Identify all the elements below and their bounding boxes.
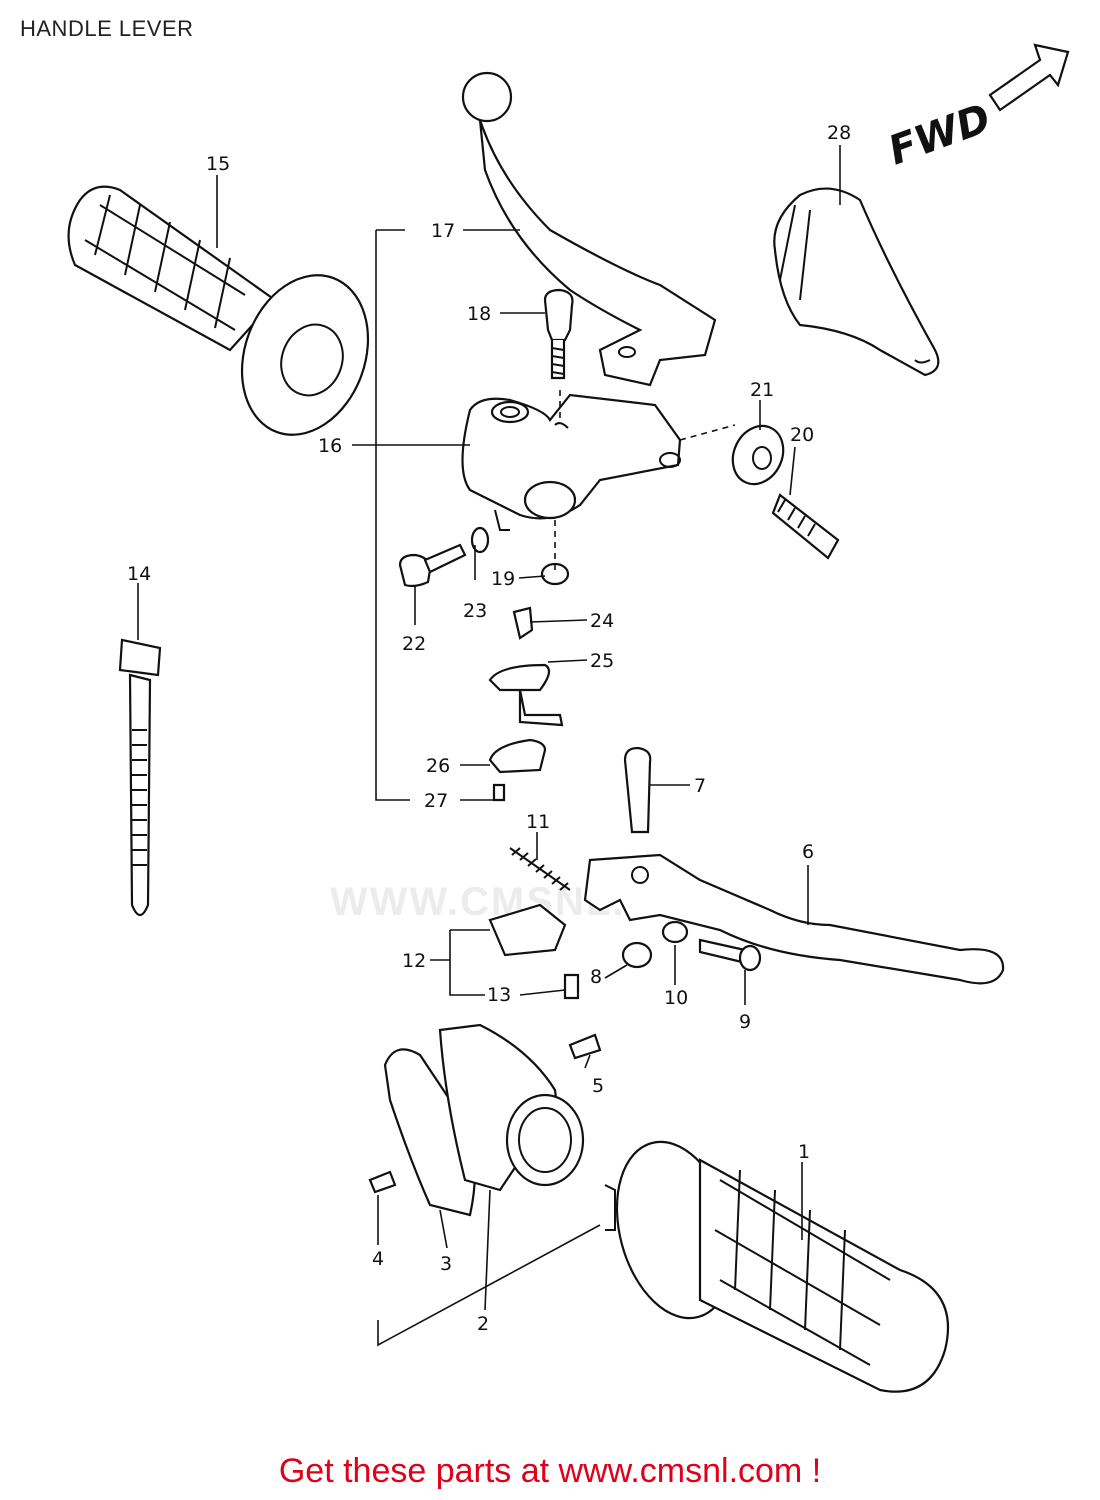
- lever-holder-part-16: [461, 393, 682, 531]
- lever-cover-part-28: [773, 187, 940, 377]
- small-parts-cluster: [398, 526, 570, 802]
- callout-23: 23: [463, 600, 487, 622]
- callout-19: 19: [491, 568, 515, 590]
- callout-labels: 1 2 3 4 5 6 7 8 9 10 11 12 13 14 15 16 1…: [127, 122, 851, 1335]
- page-title: HANDLE LEVER: [20, 16, 194, 41]
- callout-20: 20: [790, 424, 814, 446]
- clutch-lever-part-17: [461, 71, 717, 387]
- callout-3: 3: [440, 1253, 452, 1275]
- callout-6: 6: [802, 841, 814, 863]
- switch-and-fasteners: [488, 903, 762, 1000]
- callout-8: 8: [590, 966, 602, 988]
- callout-11: 11: [526, 811, 550, 833]
- pivot-bolt-part-7: [623, 746, 652, 834]
- callout-25: 25: [590, 650, 614, 672]
- callout-15: 15: [206, 153, 230, 175]
- callout-12: 12: [402, 950, 426, 972]
- get-parts-link[interactable]: Get these parts at www.cmsnl.com !: [278, 1452, 822, 1490]
- callout-18: 18: [467, 303, 491, 325]
- spring-part-11: [509, 847, 571, 891]
- fwd-label: FWD: [883, 95, 997, 174]
- callout-14: 14: [127, 563, 151, 585]
- callout-26: 26: [426, 755, 450, 777]
- callout-17: 17: [431, 220, 455, 242]
- callout-16: 16: [318, 435, 342, 457]
- cable-tie-part-14: [118, 638, 162, 917]
- throttle-housing-parts-2-3-4-5: [368, 1023, 602, 1217]
- callout-27: 27: [424, 790, 448, 812]
- callout-28: 28: [827, 122, 851, 144]
- callout-24: 24: [590, 610, 614, 632]
- right-grip-part-1: [604, 1140, 950, 1393]
- leader-lines: [137, 145, 841, 1347]
- callout-13: 13: [487, 984, 511, 1006]
- pivot-bolt-part-18: [543, 288, 574, 380]
- callout-9: 9: [739, 1011, 751, 1033]
- callout-22: 22: [402, 633, 426, 655]
- adjuster-parts-20-21: [731, 424, 840, 560]
- callout-2: 2: [477, 1313, 489, 1335]
- forward-direction-indicator: FWD: [883, 43, 1070, 174]
- callout-21: 21: [750, 379, 774, 401]
- callout-7: 7: [694, 775, 706, 797]
- callout-5: 5: [592, 1075, 604, 1097]
- callout-4: 4: [372, 1248, 384, 1270]
- callout-1: 1: [798, 1141, 810, 1163]
- callout-10: 10: [664, 987, 688, 1009]
- left-grip-part-15: [67, 185, 370, 436]
